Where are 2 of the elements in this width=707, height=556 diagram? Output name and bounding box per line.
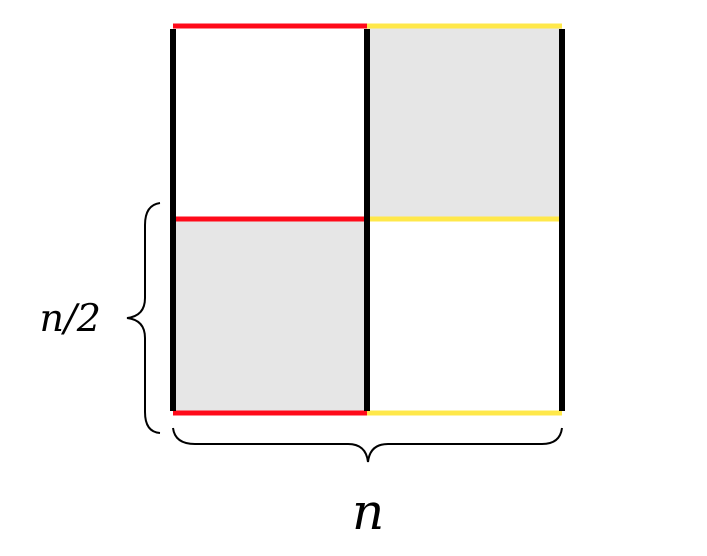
fraction-label: n/2	[40, 299, 101, 337]
dimension-label: n	[352, 487, 384, 537]
